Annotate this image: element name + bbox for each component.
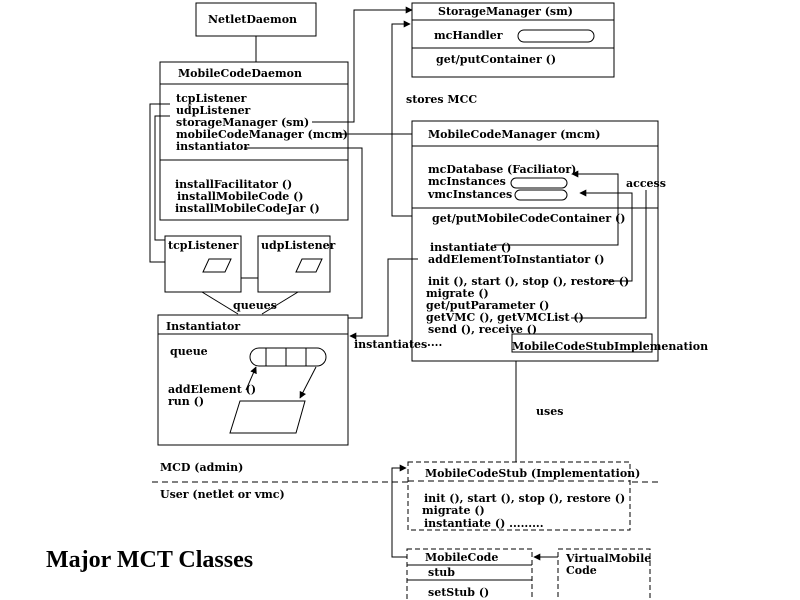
run-arrow (299, 366, 317, 399)
mobile-code-manager-class: MobileCodeManager (mcm) mcDatabase (Faci… (411, 120, 708, 362)
stores-mcc-link (391, 20, 412, 217)
access-label: access (626, 177, 666, 190)
mobile-code-attr-stub: stub (428, 566, 455, 579)
mobile-code-stub-impl-label: MobileCodeStubImplemenation (512, 340, 708, 353)
mobile-code-daemon-class: MobileCodeDaemon tcpListener udpListener… (159, 61, 349, 221)
storage-manager-method-get-put-container: get/putContainer () (436, 53, 556, 66)
stub-method-instantiate: instantiate () ......... (424, 517, 544, 530)
add-element-arrow (245, 366, 257, 391)
instantiates-link (349, 258, 418, 340)
mc-handler-icon (517, 29, 595, 43)
mcm-method-instantiate: instantiate () (430, 241, 511, 254)
user-label: User (netlet or vmc) (160, 488, 285, 501)
access-vmc-list-line (571, 190, 647, 319)
netlet-daemon-name: NetletDaemon (208, 13, 297, 26)
tcp-listener-element-icon (202, 258, 232, 273)
mcm-method-get-put-container: get/putMobileCodeContainer () (432, 212, 625, 225)
mobile-code-stub-link (391, 464, 408, 558)
mcm-method-get-put-parameter: get/putParameter () (426, 299, 549, 312)
tcp-queues-line (201, 291, 239, 315)
access-mc-instances-line (494, 170, 619, 246)
udp-queues-line (261, 291, 299, 315)
mobile-code-daemon-name: MobileCodeDaemon (178, 67, 302, 80)
mcm-method-get-vmc: getVMC (), getVMCList () (426, 311, 584, 324)
mcm-method-migrate: migrate () (426, 287, 489, 300)
storage-manager-name: StorageManager (sm) (438, 5, 573, 18)
mobile-code-method-set-stub: setStub () (428, 586, 489, 599)
instantiator-name: Instantiator (166, 320, 240, 333)
mobile-code-class: MobileCode stub setStub () (406, 548, 533, 600)
mcm-method-lifecycle: init (), start (), stop (), restore () (428, 275, 629, 288)
queues-label: queues (233, 299, 277, 312)
virtual-mobile-code-name-line1: VirtualMobile (565, 552, 651, 565)
vmc-instances-icon (514, 189, 568, 201)
mcd-tcp-listener-link (149, 103, 170, 263)
virtual-mobile-code-class: VirtualMobile Code (557, 548, 651, 600)
mcm-method-add-element-to-instantiator: addElementToInstantiator () (428, 253, 604, 266)
page-title: Major MCT Classes (46, 547, 253, 573)
tcp-listener-name: tcpListener (168, 239, 239, 252)
mcd-method-install-facilitator: installFacilitator () (175, 178, 292, 191)
virtual-mobile-code-name-line2: Code (566, 564, 597, 577)
instantiates-label: instantiates (354, 338, 427, 351)
mcd-admin-label: MCD (admin) (160, 461, 243, 474)
mobile-code-stub-name: MobileCodeStub (Implementation) (425, 467, 640, 480)
mcd-attr-storage-manager: storageManager (sm) (176, 116, 309, 129)
mcd-attr-tcp-listener: tcpListener (176, 92, 247, 105)
netlet-daemon-class: NetletDaemon (195, 2, 317, 37)
instantiator-method-run: run () (168, 395, 204, 408)
mcm-method-ellipsis: .... (427, 336, 442, 349)
instantiator-queue-label: queue (170, 345, 208, 358)
udp-listener-class: udpListener (257, 235, 336, 293)
mcd-method-install-mobile-code-jar: installMobileCodeJar () (175, 202, 320, 215)
mobile-code-stub-impl-box (511, 333, 653, 353)
uses-label: uses (536, 405, 563, 418)
instantiator-element-icon (229, 400, 306, 434)
stores-mcc-label: stores MCC (406, 93, 477, 106)
mcd-attr-udp-listener: udpListener (176, 104, 251, 117)
queue-icon (249, 347, 327, 367)
mc-instances-icon (510, 177, 568, 189)
instantiator-method-add-element: addElement () (168, 383, 256, 396)
udp-listener-element-icon (295, 258, 323, 273)
mcd-attr-mobile-code-manager: mobileCodeManager (mcm) (176, 128, 348, 141)
mcd-method-install-mobile-code: installMobileCode () (177, 190, 304, 203)
mcd-instantiator-link (244, 147, 363, 319)
stub-method-migrate: migrate () (422, 504, 485, 517)
mobile-code-name: MobileCode (425, 551, 498, 564)
mcd-attr-instantiator: instantiator (176, 140, 249, 153)
mcm-method-send-receive: send (), receive () (428, 323, 537, 336)
mcm-attr-mc-database: mcDatabase (Faciliator) (428, 163, 576, 176)
mcd-storage-manager-link (312, 6, 413, 123)
mobile-code-stub-class: MobileCodeStub (Implementation) init (),… (407, 461, 640, 531)
instantiator-class: Instantiator queue addElement () run () (157, 314, 349, 446)
storage-manager-class: StorageManager (sm) mcHandler get/putCon… (411, 2, 615, 78)
stub-method-lifecycle: init (), start (), stop (), restore () (424, 492, 625, 505)
mcm-attr-vmc-instances: vmcInstances (427, 188, 512, 201)
tcp-listener-class: tcpListener (164, 235, 242, 293)
access-vmc-instances-line (579, 189, 633, 282)
mcm-attr-mc-instances: mcInstances (428, 175, 506, 188)
mobile-code-manager-name: MobileCodeManager (mcm) (428, 128, 600, 141)
storage-manager-attr-mc-handler: mcHandler (434, 29, 503, 42)
udp-listener-name: udpListener (261, 239, 336, 252)
